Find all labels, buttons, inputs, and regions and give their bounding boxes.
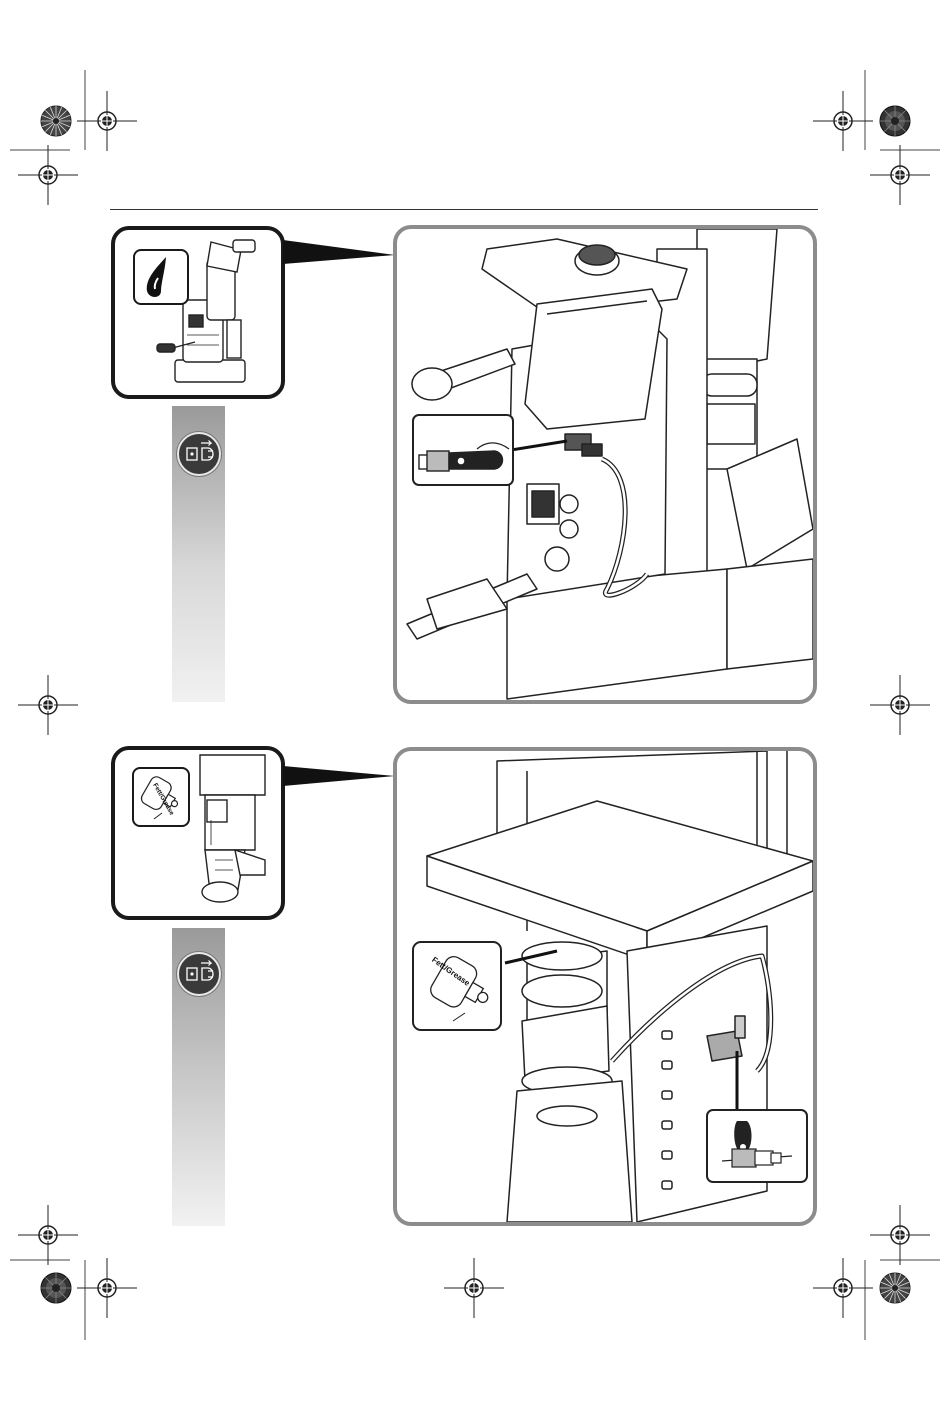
oil-drop-icon <box>135 251 187 303</box>
step-1-thumbnail <box>111 226 285 399</box>
header-rule <box>110 209 818 210</box>
valve-detail-inset <box>707 1110 807 1182</box>
grease-detail-inset: Fett/Grease <box>413 942 501 1030</box>
step-2-sidebar <box>172 928 225 1226</box>
unplug-icon <box>177 952 221 996</box>
unplug-icon <box>177 432 221 476</box>
step-2-callout-wedge <box>283 764 398 790</box>
oil-drop-inset <box>133 249 189 305</box>
valve-detail-inset <box>413 415 513 485</box>
underside-grease-drawing: Fett/Grease <box>397 751 813 1222</box>
grease-tube-icon: Fett/Grease <box>134 769 188 825</box>
grease-inset: Fett/Grease <box>132 767 190 827</box>
step-1-callout-wedge <box>283 238 398 268</box>
step-1-sidebar <box>172 406 225 702</box>
step-1-illustration <box>393 225 817 704</box>
step-2-thumbnail: Fett/Grease <box>111 746 285 920</box>
step-2-illustration: Fett/Grease <box>393 747 817 1226</box>
coolant-tank-drawing <box>397 229 813 700</box>
